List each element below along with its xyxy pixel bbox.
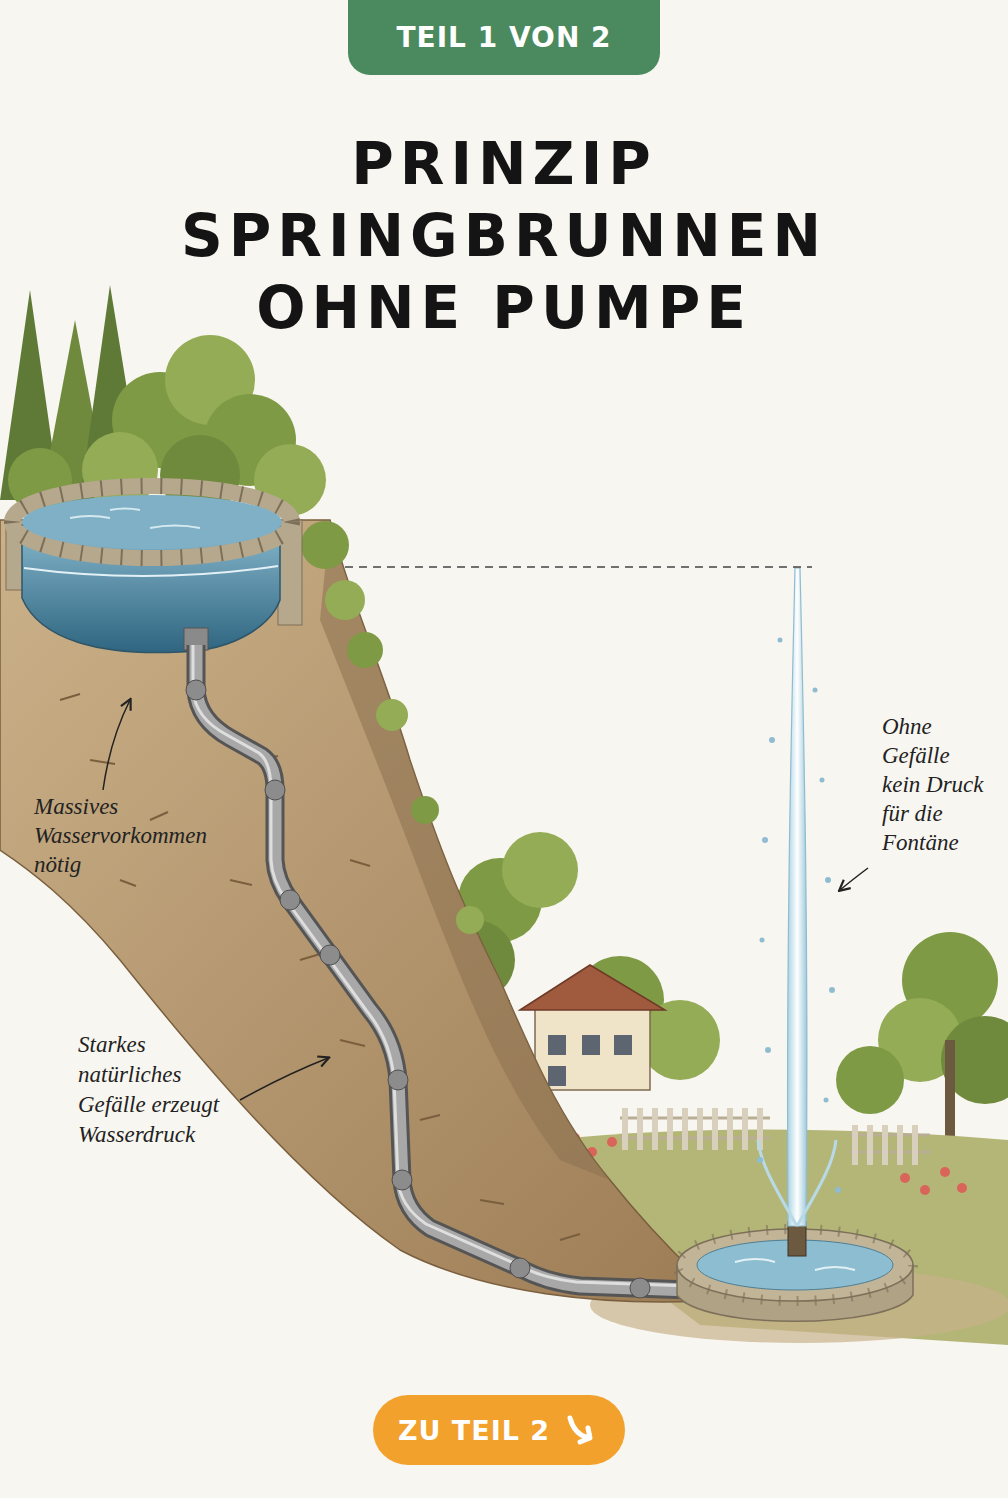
flower — [940, 1167, 950, 1177]
pipe-joints — [186, 680, 650, 1298]
node-label: ZU TEIL 2 — [398, 1415, 550, 1446]
house-window — [582, 1035, 600, 1055]
droplet — [824, 1098, 829, 1103]
flower — [957, 1183, 967, 1193]
flower — [607, 1137, 617, 1147]
pipe-joint — [392, 1170, 412, 1190]
droplets — [757, 638, 841, 1194]
leader-arrow — [240, 1058, 328, 1100]
pond-rim — [12, 486, 292, 558]
house-roof — [520, 965, 665, 1010]
arrow-icon — [564, 1412, 600, 1448]
house-window — [548, 1035, 566, 1055]
earth-texture — [60, 694, 580, 1240]
droplet — [760, 938, 765, 943]
pipe-outline — [196, 645, 690, 1290]
fountain-splash — [758, 1140, 836, 1226]
water-ripple — [70, 509, 200, 529]
hill-earth — [0, 520, 725, 1302]
bush — [325, 580, 365, 620]
house-wall — [535, 1005, 650, 1090]
droplet — [762, 837, 768, 843]
water-level — [24, 566, 278, 576]
leader-arrow — [103, 700, 130, 790]
title: PRINZIP SPRINGBRUNNEN OHNE PUMPE — [154, 128, 854, 344]
pipe-joint — [630, 1278, 650, 1298]
pipe-joint — [186, 680, 206, 700]
fence-picket — [625, 1108, 915, 1165]
droplet — [778, 638, 783, 643]
leader-arrow — [840, 868, 868, 890]
pipe-highlight — [193, 645, 690, 1286]
water-ripple — [735, 1259, 855, 1270]
tree — [502, 832, 578, 908]
house-window — [548, 1066, 566, 1086]
droplet — [820, 778, 825, 783]
bush — [456, 906, 484, 934]
pipe-joint — [388, 1070, 408, 1090]
bush — [347, 632, 383, 668]
bush — [411, 796, 439, 824]
level-line — [345, 566, 812, 568]
fountain-jet — [788, 568, 807, 1226]
pipe-joint — [510, 1258, 530, 1278]
droplet — [757, 1157, 763, 1163]
pond-rim-joints — [12, 486, 292, 558]
pipe-joint — [265, 780, 285, 800]
fountain-nozzle — [788, 1222, 806, 1256]
annotation: Ohne Gefälle kein Druck für die Fontäne — [882, 712, 988, 857]
pipe-joint — [280, 890, 300, 910]
annotation: Massives Wasservorkommen nötig — [34, 792, 204, 879]
annotation: Starkes natürliches Gefälle erzeugt Wass… — [78, 1030, 243, 1150]
droplet — [765, 1047, 771, 1053]
bush — [376, 699, 408, 731]
flower — [920, 1185, 930, 1195]
house-window — [614, 1035, 632, 1055]
droplet — [835, 1187, 841, 1193]
droplet — [769, 737, 775, 743]
flower — [900, 1173, 910, 1183]
droplet — [825, 877, 831, 883]
bush — [301, 521, 349, 569]
pipe — [196, 645, 690, 1290]
droplet — [829, 987, 835, 993]
node-label: TEIL 1 VON 2 — [396, 21, 611, 54]
tree — [836, 1046, 904, 1114]
tree — [640, 1000, 720, 1080]
next-button: ZU TEIL 2 — [373, 1395, 625, 1465]
part-badge: TEIL 1 VON 2 — [348, 0, 660, 75]
arrow-icon-path — [570, 1418, 590, 1442]
cliff-face — [320, 520, 610, 1180]
pipe-joint — [320, 945, 340, 965]
pond-surface — [22, 495, 282, 549]
droplet — [813, 688, 818, 693]
